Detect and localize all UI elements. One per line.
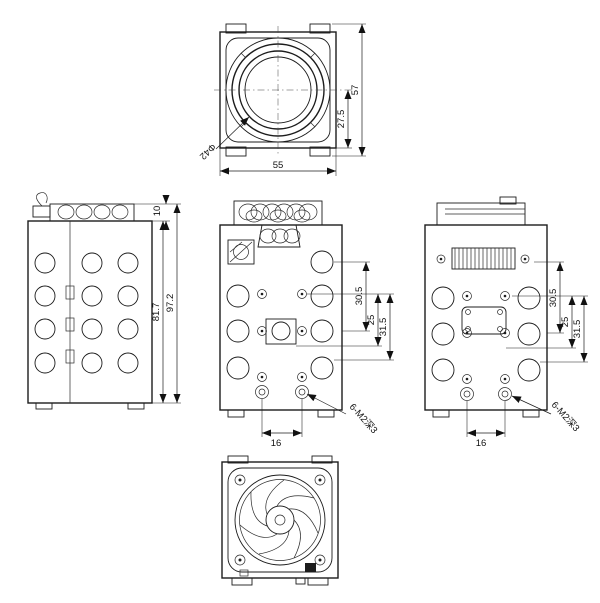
right-view-body	[424, 224, 548, 411]
dim-label-55: 55	[273, 160, 284, 171]
dim-label-right-31-5: 31.5	[572, 320, 583, 339]
dim-label-10: 10	[152, 206, 163, 217]
lens-diameter-callout: Φ42	[197, 116, 250, 162]
thread-label-right: 6-M2深3	[549, 400, 582, 434]
cooling-fan	[234, 474, 326, 566]
front-right-foot	[317, 409, 335, 418]
dim-label-front-16: 16	[271, 438, 282, 449]
left-side-view: 97.2 81.7 10	[27, 192, 181, 410]
right-foot	[127, 402, 145, 410]
cable-hook	[36, 192, 48, 207]
right-side-view: 30.5 25 31.5 16 6-M2深3	[424, 196, 588, 449]
dim-label-27-5: 27.5	[336, 110, 347, 129]
dim-label-lens-dia: Φ42	[197, 141, 218, 162]
right-view-vent-grille	[436, 247, 530, 270]
bottom-connector	[239, 563, 316, 585]
dim-front-upper: 30.5	[334, 261, 370, 332]
dim-label-front-25: 25	[366, 315, 377, 326]
top-view: 57 27.5 55 Φ42	[197, 23, 366, 176]
front-view-body	[219, 224, 343, 411]
left-view-rail	[65, 221, 75, 403]
front-view-connector-block	[227, 239, 255, 265]
bottom-view	[221, 455, 339, 586]
left-view-body	[27, 220, 153, 404]
back-left-foot	[432, 409, 450, 418]
dim-right-outer: 31.5	[540, 296, 588, 363]
left-view-vent-holes	[34, 252, 139, 374]
dim-top-width: 55	[219, 148, 337, 176]
fan-mount-screws	[234, 474, 326, 566]
left-view-top-block	[32, 192, 135, 222]
front-view: 30.5 25 31.5 16 6-M2深3	[219, 200, 394, 449]
dim-front-hole-spacing: 16	[261, 399, 303, 449]
dim-right-hole-spacing: 16	[466, 401, 506, 449]
front-view-screw-holes	[255, 289, 309, 399]
left-foot	[35, 402, 53, 410]
dim-label-97-2: 97.2	[165, 294, 176, 313]
back-right-foot	[522, 409, 540, 418]
dim-right-upper: 30.5	[534, 261, 564, 334]
dim-label-right-30-5: 30.5	[548, 289, 559, 308]
dim-label-right-16: 16	[476, 438, 487, 449]
dim-label-right-25: 25	[560, 317, 571, 328]
dim-label-front-30-5: 30.5	[354, 287, 365, 306]
dim-right-mid: 25	[506, 295, 588, 349]
dim-front-mid: 25	[296, 293, 394, 347]
dim-top-height: 57	[332, 23, 366, 157]
front-view-top-block	[233, 200, 323, 226]
front-left-foot	[227, 409, 245, 418]
right-view-top-block	[436, 196, 526, 226]
dim-top-center-to-edge: 27.5	[336, 90, 352, 149]
dim-front-outer: 31.5	[334, 294, 394, 361]
bottom-view-body	[221, 455, 339, 586]
right-view-holes	[431, 286, 541, 382]
front-view-holes	[226, 250, 334, 380]
thread-label-front: 6-M2深3	[347, 402, 380, 436]
dim-label-81-7: 81.7	[151, 303, 162, 322]
right-view-screw-holes	[460, 291, 512, 401]
dim-label-57: 57	[350, 85, 361, 96]
dim-left-top-section: 10	[152, 195, 170, 230]
dim-label-front-31-5: 31.5	[378, 318, 389, 337]
front-view-cable-coil	[257, 224, 301, 248]
dim-left-total-height: 97.2	[134, 203, 181, 404]
top-view-centerlines	[214, 26, 352, 154]
